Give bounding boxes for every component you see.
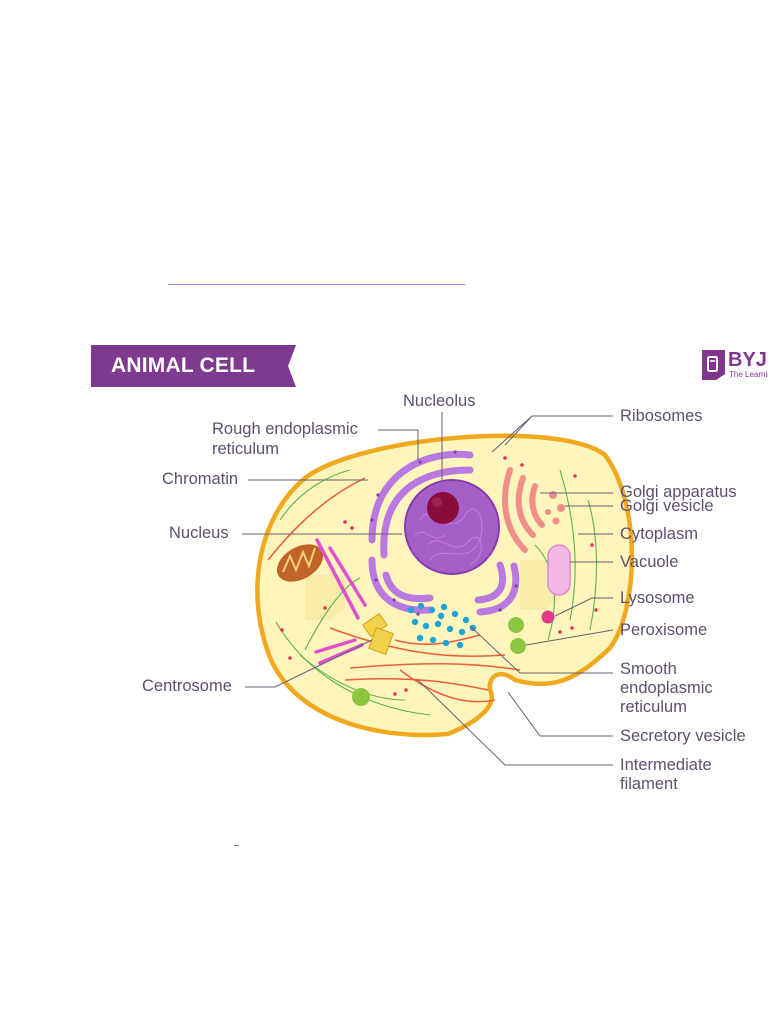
- label-smooth-er-line2: endoplasmic: [620, 679, 713, 697]
- label-secretory-vesicle: Secretory vesicle: [620, 727, 746, 745]
- label-vacuole: Vacuole: [620, 553, 679, 571]
- peroxisome: [508, 617, 524, 633]
- label-golgi-apparatus: Golgi apparatus: [620, 483, 737, 501]
- brand-logo: BYJU The Learnin: [702, 347, 768, 385]
- label-peroxisome: Peroxisome: [620, 621, 708, 639]
- brand-name: BYJU: [728, 349, 768, 371]
- label-intermediate-filament-line2: filament: [620, 775, 678, 793]
- label-rough-er-line1: Rough endoplasmic: [212, 420, 358, 438]
- label-smooth-er-line3: reticulum: [620, 698, 687, 716]
- label-ribosomes: Ribosomes: [620, 407, 703, 425]
- label-intermediate-filament-line1: Intermediate: [620, 756, 712, 774]
- title-banner: ANIMAL CELL: [91, 345, 296, 387]
- label-chromatin: Chromatin: [162, 470, 239, 488]
- golgi-vesicles: [545, 491, 565, 525]
- label-smooth-er-line1: Smooth: [620, 660, 677, 678]
- label-golgi-vesicle: Golgi vesicle: [620, 497, 714, 515]
- label-centrosome: Centrosome: [142, 677, 232, 695]
- er-ribosome-dots: [370, 450, 518, 616]
- vesicle-green: [352, 688, 370, 706]
- brand-tagline: The Learnin: [729, 370, 768, 379]
- smooth-endoplasmic-reticulum: [407, 602, 477, 649]
- banner-title: ANIMAL CELL: [111, 354, 256, 377]
- lysosome: [541, 610, 555, 624]
- label-cytoplasm: Cytoplasm: [620, 525, 698, 543]
- brand-icon: [702, 350, 725, 380]
- nucleus: [404, 479, 500, 575]
- stray-underline: [234, 845, 239, 846]
- label-rough-er-line2: reticulum: [212, 440, 279, 458]
- nucleolus: [427, 492, 459, 524]
- leader-lines: [242, 412, 614, 766]
- golgi-apparatus: [502, 467, 545, 553]
- centrosome: [362, 612, 394, 656]
- peroxisome: [510, 638, 526, 654]
- vacuole: [547, 544, 571, 596]
- mitochondrion: [276, 544, 324, 582]
- label-nucleolus: Nucleolus: [403, 392, 476, 410]
- intermediate-filaments: [267, 477, 521, 703]
- label-nucleus: Nucleus: [169, 524, 229, 542]
- rough-endoplasmic-reticulum: [368, 450, 520, 616]
- top-divider-line: [168, 284, 465, 285]
- cell-membrane: [255, 433, 635, 738]
- label-lysosome: Lysosome: [620, 589, 695, 607]
- ribosomes: [280, 456, 598, 696]
